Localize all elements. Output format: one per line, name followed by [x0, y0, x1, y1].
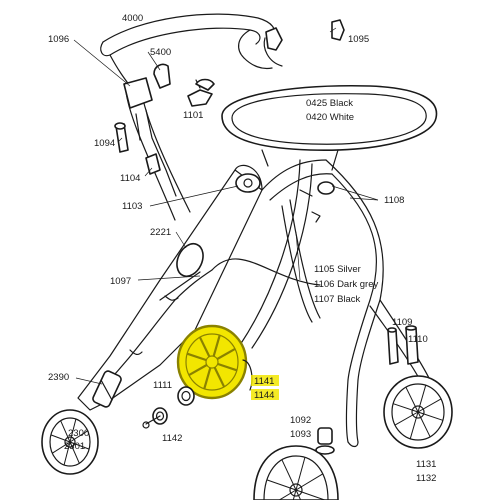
label-1131: 1131: [416, 459, 436, 470]
leader-lines: [73, 27, 379, 385]
main-frame: [77, 164, 321, 411]
joint: [235, 173, 261, 193]
wheel-spoke: [281, 459, 297, 491]
label-1141: 1141: [254, 376, 274, 387]
label-1105: 1105 Silver: [314, 264, 361, 275]
front-left-wheel: [41, 409, 99, 475]
label-2300: 2300: [68, 428, 89, 439]
label-1097: 1097: [110, 276, 131, 287]
wheel-spoke: [295, 473, 323, 491]
label-1109: 1109: [392, 317, 412, 328]
label-1103: 1103: [122, 201, 142, 212]
label-1110: 1110: [408, 334, 428, 345]
label-1111: 1111: [153, 380, 172, 391]
wheel-spoke: [417, 411, 431, 438]
wheel-spoke: [50, 434, 71, 443]
small-parts-top: [114, 19, 419, 365]
frame-badge-ellipse: [176, 242, 204, 278]
axle-parts: [142, 386, 195, 429]
wheel-spoke: [69, 441, 90, 450]
label-1142: 1142: [162, 433, 182, 444]
label-1144: 1144: [254, 390, 274, 401]
wheel-spoke: [69, 430, 88, 443]
label-1108: 1108: [384, 195, 404, 206]
label-4000: 4000: [122, 13, 143, 24]
wheel-spoke: [295, 489, 325, 500]
label-1094: 1094: [94, 138, 115, 149]
bottom-wheel: [253, 427, 339, 500]
wheel-spoke: [69, 441, 80, 464]
left-frame: [109, 54, 191, 221]
wheel-spoke: [69, 418, 77, 443]
seat-tray: [221, 84, 438, 171]
wheel-spoke: [417, 411, 443, 421]
wheel-spoke: [292, 489, 297, 500]
wheel-spoke: [394, 411, 419, 426]
wheel-spoke: [295, 457, 306, 491]
rear-frame: [239, 159, 431, 448]
label-1132: 1132: [416, 473, 436, 484]
wheel-spoke: [52, 441, 71, 454]
label-5400: 5400: [150, 47, 171, 58]
label-2221: 2221: [150, 227, 171, 238]
label-1107: 1107 Black: [314, 294, 361, 305]
label-0425: 0425 Black: [306, 98, 353, 109]
rear-right-wheel: [383, 375, 453, 449]
highlighted-wheel: [176, 324, 253, 400]
wheel-spoke: [409, 411, 419, 439]
wheel-spoke: [278, 489, 297, 500]
label-1104: 1104: [120, 173, 140, 184]
part-labels: 4000 1096 5400 1095 1101 0425 Black 0420…: [48, 13, 436, 484]
wheel-spoke: [417, 398, 442, 413]
wheel-spoke: [393, 403, 419, 413]
wheel-spoke: [63, 441, 71, 466]
label-1106: 1106 Dark grey: [314, 279, 378, 290]
label-1144-highlight: [251, 389, 279, 400]
label-2301: 2301: [64, 441, 85, 452]
wheel-spoke: [295, 489, 302, 500]
label-1092: 1092: [290, 415, 311, 426]
label-1095: 1095: [348, 34, 369, 45]
label-1101: 1101: [183, 110, 203, 121]
wheel-spoke: [417, 385, 427, 413]
wheel-spoke: [267, 479, 297, 491]
label-1141-highlight: [251, 375, 279, 386]
brake-lever: [92, 370, 122, 408]
wheel-spoke: [405, 386, 419, 413]
label-0420: 0420 White: [306, 112, 354, 123]
label-1096: 1096: [48, 34, 69, 45]
label-1093: 1093: [290, 429, 311, 440]
label-2390: 2390: [48, 372, 69, 383]
wheel-spoke: [60, 420, 71, 443]
